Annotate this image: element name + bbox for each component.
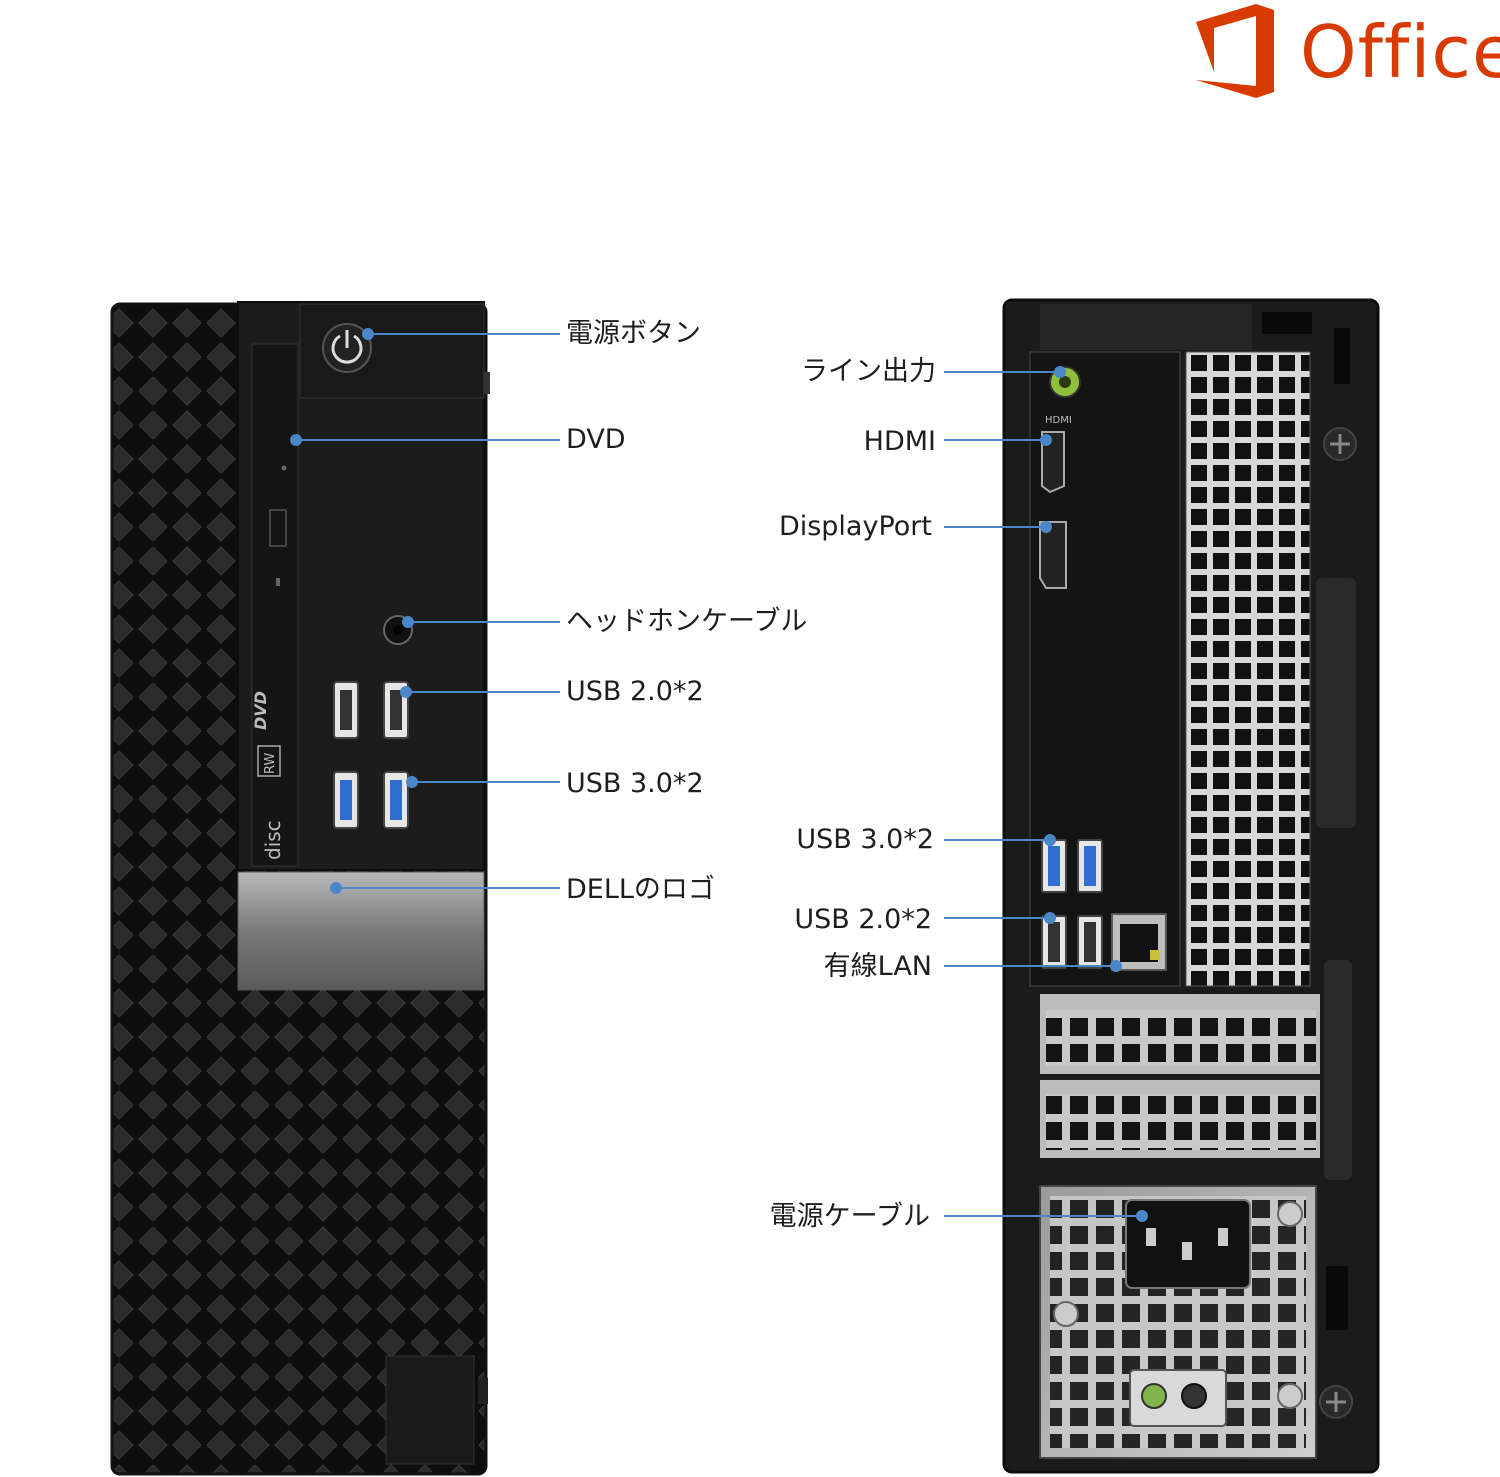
label-front-usb2: USB 2.0*2 [566,676,704,707]
label-rear-usb3: USB 3.0*2 [796,824,934,855]
label-dvd: DVD [566,424,626,455]
dvd-logo-mark: DVD [251,691,270,730]
front-view: DVD RW disc [110,301,490,1476]
label-hdmi: HDMI [863,426,936,457]
hdmi-mark: HDMI [1045,415,1072,426]
label-displayport: DisplayPort [778,511,932,542]
rear-view: HDMI [1002,298,1380,1474]
office-logo-icon [1196,4,1274,98]
label-lan: 有線LAN [823,951,932,982]
rw-badge: RW [263,752,278,774]
label-power-cable: 電源ケーブル [769,1201,930,1232]
label-headphone: ヘッドホンケーブル [566,606,808,637]
label-power-button: 電源ボタン [566,318,701,349]
office-logo-text: Office [1300,10,1500,94]
callout-lines [290,328,1148,1222]
disc-logo-mark: disc [261,820,285,860]
label-front-usb3: USB 3.0*2 [566,768,704,799]
label-dell-logo: DELLのロゴ [566,874,715,905]
label-rear-usb2: USB 2.0*2 [794,904,932,935]
label-line-out: ライン出力 [801,356,936,387]
